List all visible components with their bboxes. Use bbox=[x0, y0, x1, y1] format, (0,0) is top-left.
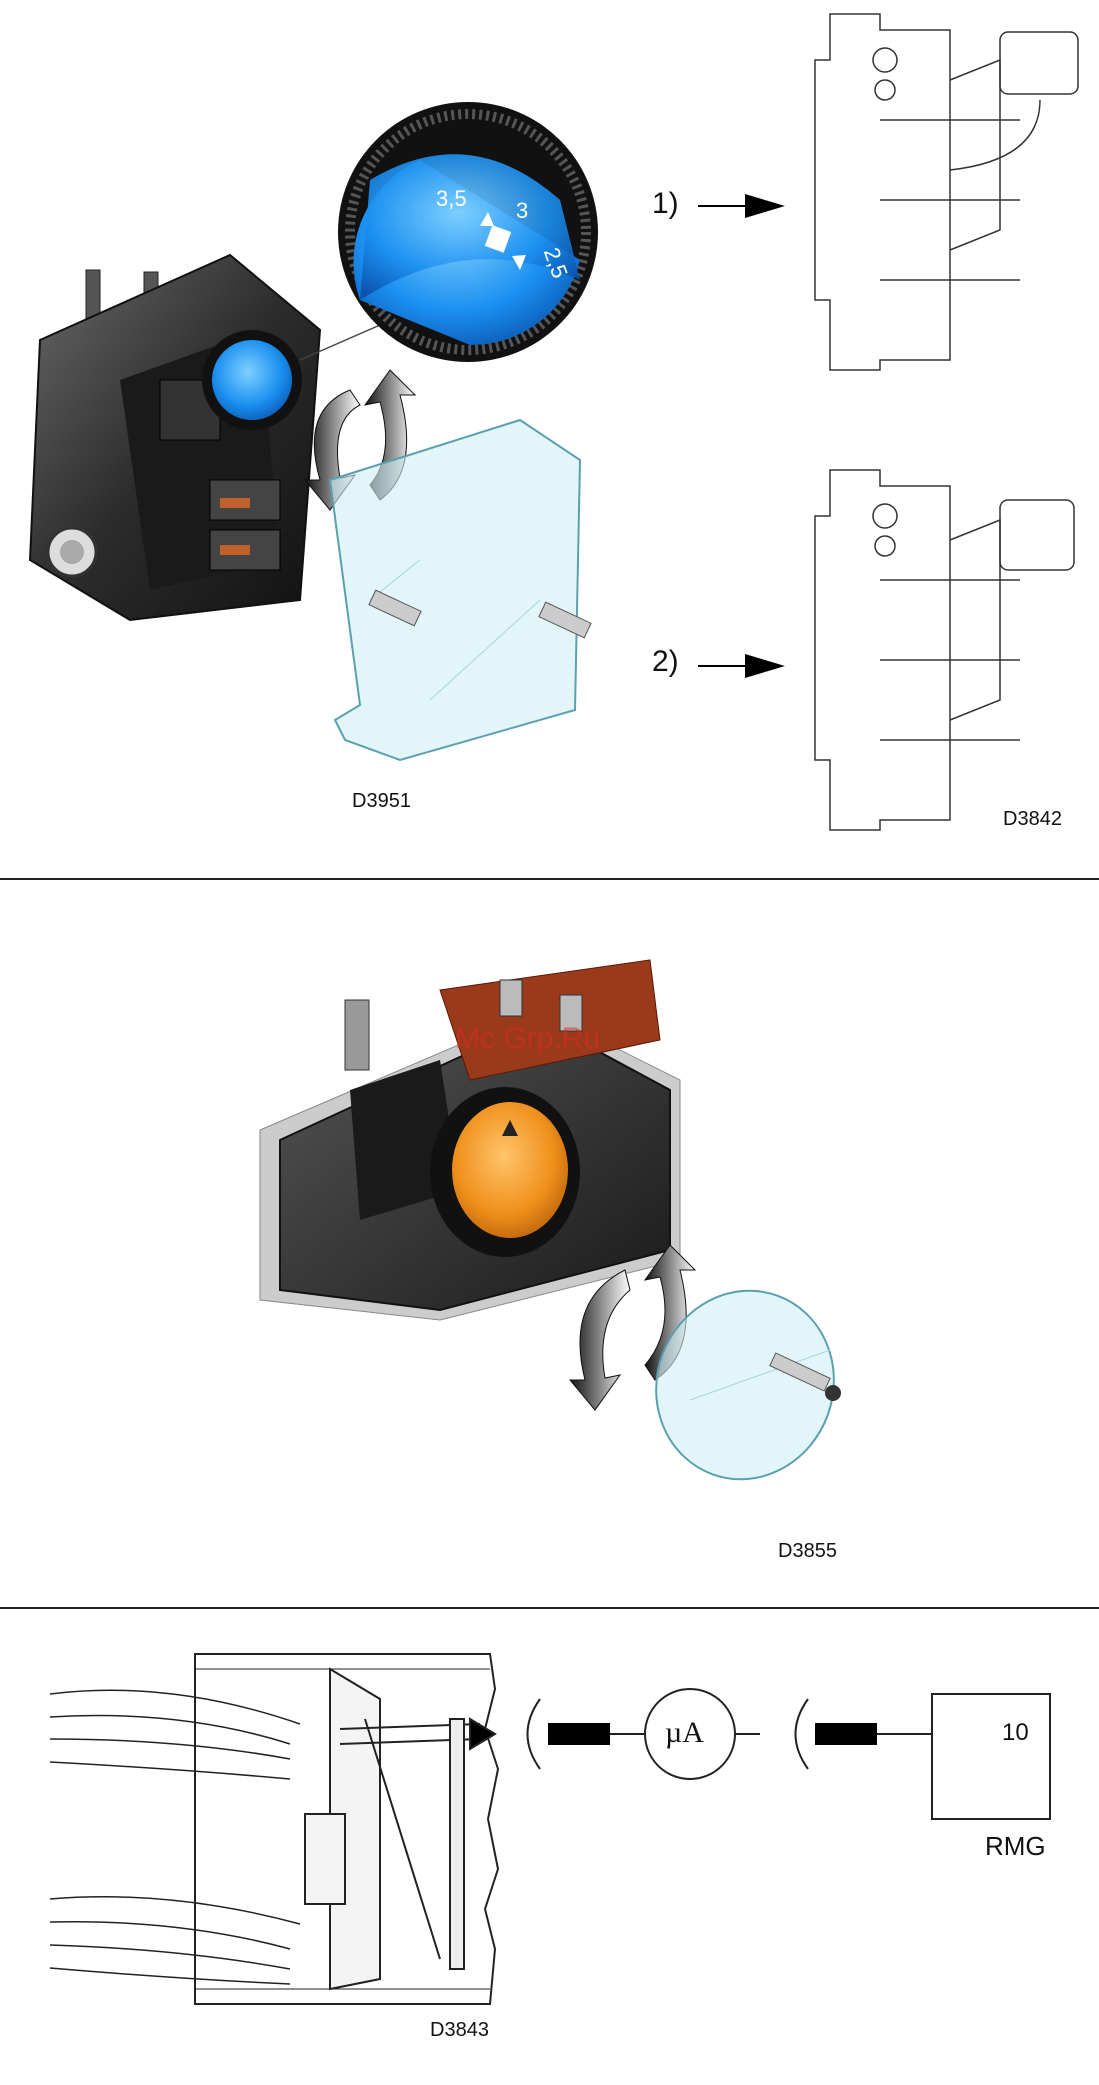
panel-air-pressure-switch: Mc Grp.Ru D3855 bbox=[0, 880, 1099, 1607]
air-flow-lines bbox=[50, 1690, 300, 1984]
pressure-switch-housing bbox=[30, 255, 320, 620]
figure-code-d3951: D3951 bbox=[352, 790, 411, 813]
figure-code-d3842: D3842 bbox=[1003, 808, 1062, 831]
orange-dial bbox=[430, 1087, 580, 1257]
dial-mark-3-5: 3,5 bbox=[436, 186, 467, 212]
control-box bbox=[932, 1694, 1050, 1819]
transparent-cover bbox=[330, 420, 591, 760]
panel-ionisation-current-measurement: µA 10 RMG D3843 bbox=[0, 1609, 1099, 2085]
panel1-illustration bbox=[0, 0, 1099, 878]
terminal-number: 10 bbox=[1002, 1719, 1029, 1747]
control-box-label: RMG bbox=[985, 1831, 1046, 1862]
microammeter-label: µA bbox=[665, 1716, 704, 1750]
dial-mark-3: 3 bbox=[516, 198, 528, 224]
panel3-illustration bbox=[0, 1609, 1099, 2085]
unit-outline-upper bbox=[815, 14, 1078, 370]
blue-dial-small bbox=[202, 330, 302, 430]
figure-code-d3855: D3855 bbox=[778, 1540, 837, 1563]
step-label-2: 2) bbox=[652, 645, 679, 679]
figure-code-d3843: D3843 bbox=[430, 2019, 489, 2042]
step-label-1: 1) bbox=[652, 187, 679, 221]
magnified-dial bbox=[338, 102, 598, 362]
unit-outline-lower bbox=[815, 470, 1074, 830]
pointer-arrow-icon bbox=[698, 194, 785, 678]
watermark: Mc Grp.Ru bbox=[455, 1022, 600, 1056]
panel-pressure-switch-adjustment: 3,5 3 2,5 1) 2) D3951 D3842 bbox=[0, 0, 1099, 878]
electrode-connector-left bbox=[528, 1699, 646, 1769]
electrode-connector-right bbox=[735, 1699, 960, 1769]
panel2-illustration bbox=[0, 880, 1099, 1607]
